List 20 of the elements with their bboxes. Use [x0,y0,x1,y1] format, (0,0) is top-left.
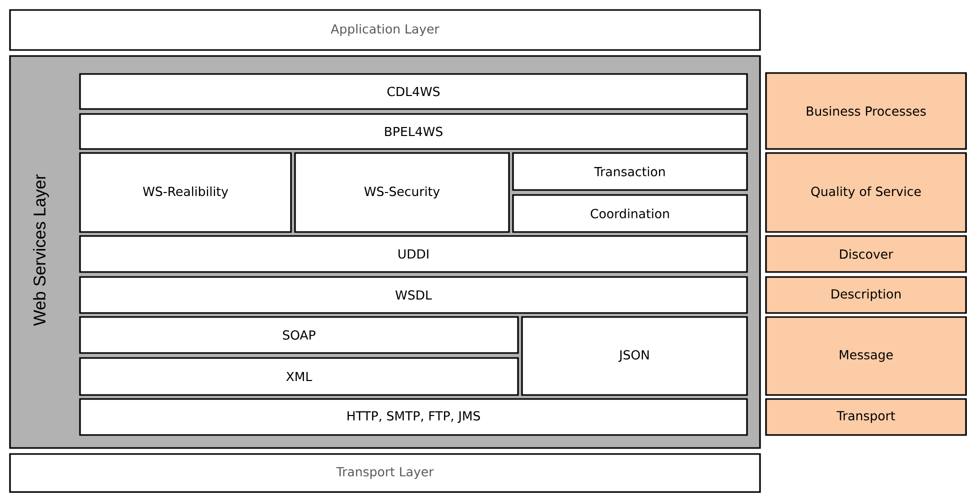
category-box: Business Processes [765,72,967,150]
category-box: Discover [765,235,967,273]
category-box: Quality of Service [765,152,967,233]
category-box: Message [765,316,967,396]
protocol-box: BPEL4WS [79,113,748,150]
protocol-box: SOAP [79,316,519,354]
category-box: Transport [765,398,967,436]
protocol-box: WS-Realibility [79,152,292,233]
protocol-box: HTTP, SMTP, FTP, JMS [79,398,748,436]
category-box: Description [765,276,967,314]
protocol-box: WSDL [79,276,748,314]
layer-box: Transport Layer [9,453,761,493]
protocol-box: WS-Security [294,152,510,233]
protocol-box: Transaction [512,152,748,191]
protocol-box: XML [79,357,519,396]
protocol-box: Coordination [512,194,748,233]
protocol-box: UDDI [79,235,748,273]
protocol-box: JSON [521,316,748,396]
layer-box: Application Layer [9,9,761,51]
protocol-box: CDL4WS [79,73,748,110]
